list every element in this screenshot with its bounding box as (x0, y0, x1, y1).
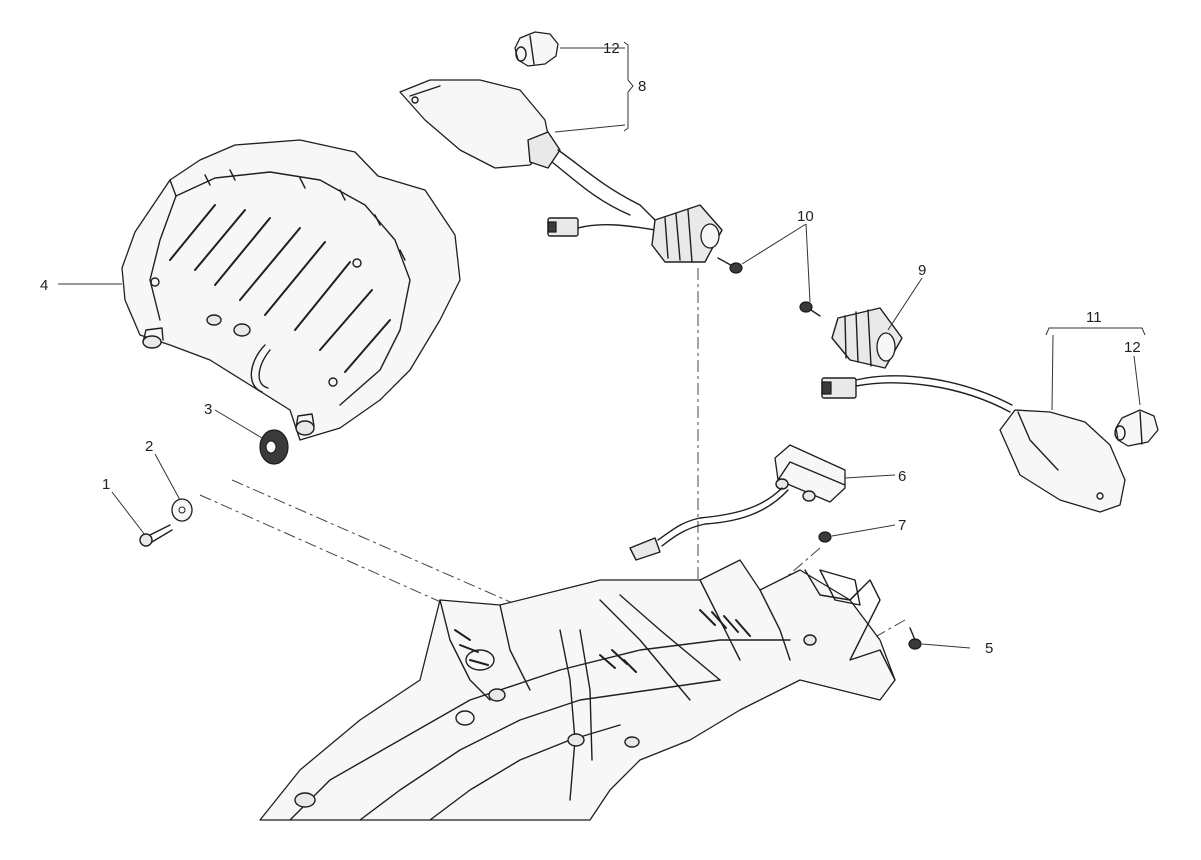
screw-1 (139, 524, 173, 547)
screw-10-a (717, 257, 743, 274)
bulb-12-top (514, 31, 559, 67)
screw-5 (908, 627, 922, 650)
callout-2: 2 (145, 438, 153, 455)
screw-10-b (799, 301, 821, 317)
callout-3: 3 (204, 401, 212, 418)
callout-8: 8 (638, 78, 646, 95)
washer-2 (171, 498, 193, 522)
callout-6: 6 (898, 468, 906, 485)
bulb-12-right (1114, 409, 1159, 447)
grommet-9 (831, 307, 903, 369)
callout-4: 4 (40, 277, 48, 294)
tail-light-assembly (121, 139, 461, 441)
callout-9: 9 (918, 262, 926, 279)
callout-12-top: 12 (603, 40, 620, 57)
turn-indicator-left-8 (399, 79, 723, 263)
callout-labels: 1 2 3 4 5 6 7 8 9 10 11 12 12 (40, 40, 1141, 657)
callout-12-right: 12 (1124, 339, 1141, 356)
callout-5: 5 (985, 640, 993, 657)
callout-11: 11 (1086, 309, 1102, 326)
licence-light-6 (629, 444, 846, 561)
grommet-3 (259, 429, 289, 465)
turn-indicator-right-11 (821, 375, 1126, 513)
callout-10: 10 (797, 208, 814, 225)
rear-subframe (259, 559, 896, 821)
callout-1: 1 (102, 476, 110, 493)
leader-lines (58, 41, 1146, 649)
callout-7: 7 (898, 517, 906, 534)
nut-7 (818, 531, 832, 543)
